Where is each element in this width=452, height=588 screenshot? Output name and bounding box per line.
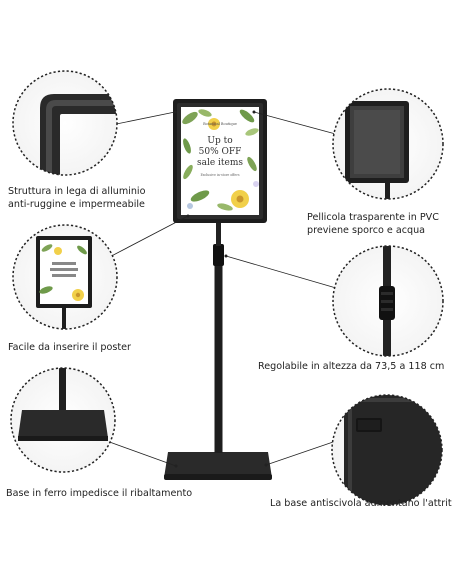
caption-anti-slip: La base antiscivola aumentano l'attrito bbox=[270, 498, 452, 509]
detail-frame-corner bbox=[12, 70, 118, 176]
poster-line1: Up to bbox=[207, 136, 232, 146]
caption-iron-base: Base in ferro impedisce il ribaltamento bbox=[6, 488, 193, 499]
poster-botanicals bbox=[182, 109, 259, 211]
caption-pvc-film-line2: previene sporco e acqua bbox=[307, 225, 426, 236]
caption-height-adjust: Regolabile in altezza da 73,5 a 118 cm bbox=[258, 361, 445, 372]
detail-poster-insert bbox=[12, 224, 118, 330]
height-knob bbox=[213, 244, 224, 266]
detail-pvc-frame bbox=[332, 88, 444, 200]
poster-small-text: Exclusive in-store offers bbox=[201, 173, 240, 177]
caption-frame-material-line1: Struttura in lega di alluminio bbox=[8, 186, 146, 197]
main-stand: Botanical Boutique Up to 50% OFF sale it… bbox=[164, 99, 272, 480]
stand-pole bbox=[214, 245, 223, 453]
detail-anti-slip bbox=[331, 394, 443, 506]
detail-iron-base bbox=[10, 367, 116, 473]
poster-line2: 50% OFF bbox=[199, 147, 242, 157]
poster-brand: Botanical Boutique bbox=[203, 122, 237, 126]
caption-easy-insert: Facile da inserire il poster bbox=[8, 342, 131, 353]
poster-line3: sale items bbox=[197, 158, 243, 168]
detail-height-adjust bbox=[332, 245, 444, 357]
caption-frame-material-line2: anti-ruggine e impermeabile bbox=[8, 199, 145, 210]
caption-pvc-film-line1: Pellicola trasparente in PVC bbox=[307, 212, 439, 223]
stand-base bbox=[164, 452, 272, 478]
